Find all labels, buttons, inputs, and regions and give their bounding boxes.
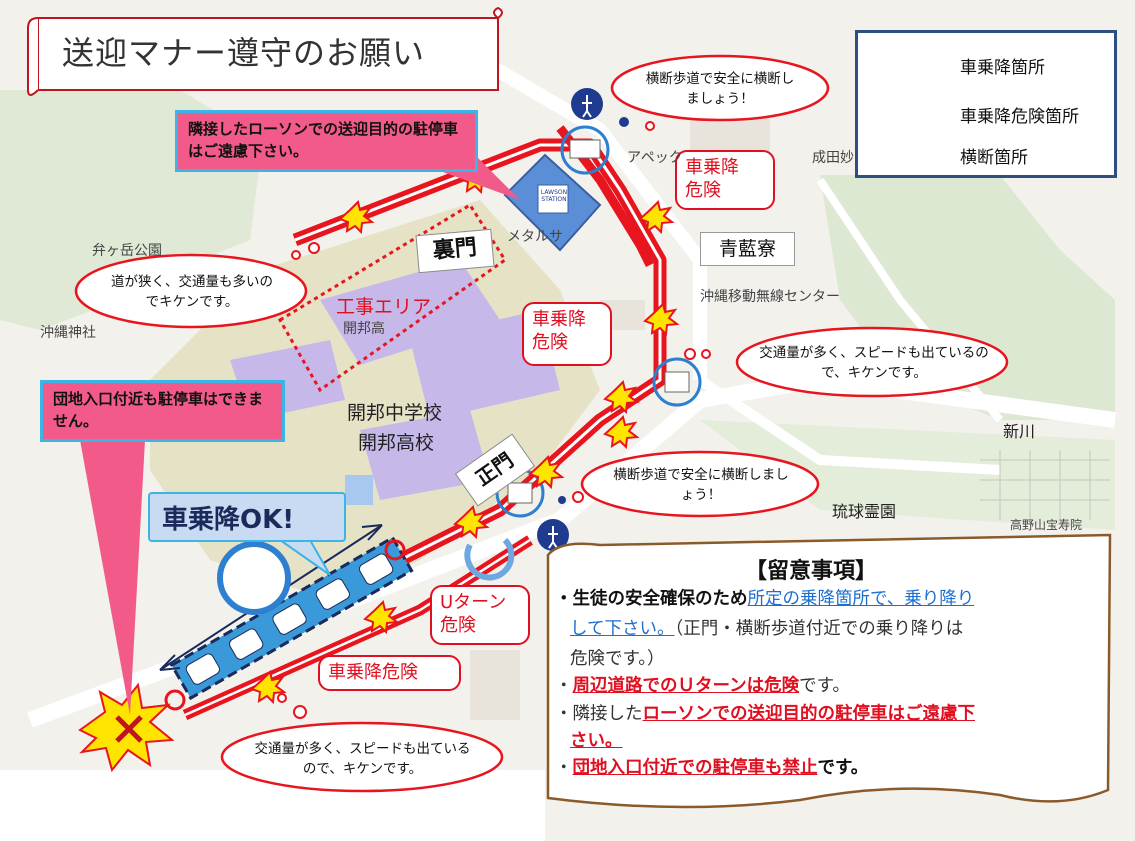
pickup-zone <box>169 535 414 701</box>
place-kaiho-high: 開邦高 <box>343 321 385 337</box>
school-name-1: 開邦中学校 <box>347 402 443 424</box>
note-line-2: して下さい。（正門・横断歩道付近での乗り降りは <box>570 617 963 642</box>
back-gate-label: 裏門 <box>415 228 495 274</box>
note-text: ・ <box>555 758 573 778</box>
note-line-4: ・周辺道路でのＵターンは危険です。 <box>555 674 850 699</box>
crosswalk-right <box>652 357 702 407</box>
cloud-crossing-mid: 横断歩道で安全に横断しましょう！ <box>613 467 789 503</box>
danchi-callout-tail <box>80 440 145 715</box>
crosswalk-top <box>560 125 610 175</box>
legend-label-pickup: 車乗降箇所 <box>960 58 1045 78</box>
pool <box>345 475 373 505</box>
danger-label-line: 車乗降 <box>532 309 586 330</box>
pickup-ok-callout: 車乗降OK! <box>148 492 346 542</box>
length-arrow-head-left <box>159 654 181 671</box>
road-gray-1 <box>476 53 707 380</box>
note-text-emphasis: ローソンでの送迎目的の駐停車はご遠慮下 <box>642 704 976 724</box>
note-line-3: 危険です。） <box>570 649 665 669</box>
note-text-emphasis: 団地入口付近での駐停車も禁止 <box>572 758 818 778</box>
place-okinawa-jinja: 沖縄神社 <box>40 325 96 341</box>
residential-grid <box>980 450 1110 520</box>
legend-label-crossing: 横断箇所 <box>960 148 1028 168</box>
place-apex: アペック <box>627 150 683 166</box>
note-text: ・生徒の安全確保のため <box>555 589 748 609</box>
construction-area-label: 工事エリア <box>336 296 432 318</box>
place-narita: 成田妙 <box>812 150 854 166</box>
dormitory-label: 青藍寮 <box>700 232 795 266</box>
note-text-emphasis: して下さい。 <box>570 619 675 639</box>
notes-heading: 【留意事項】 <box>745 559 878 584</box>
note-text-emphasis: さい。 <box>570 731 623 751</box>
note-text: です。 <box>817 758 869 778</box>
place-radio-center: 沖縄移動無線センター <box>700 289 840 305</box>
cloud-crossing-top: 横断歩道で安全に横断しましょう！ <box>645 71 795 107</box>
note-text: です。 <box>799 676 850 696</box>
route-main-inner <box>294 143 662 562</box>
note-text: （正門・横断歩道付近での乗り降りは <box>674 619 964 639</box>
place-arakawa: 新川 <box>1003 422 1036 441</box>
danger-label-line: 危険 <box>440 615 476 637</box>
title-scroll <box>27 6 503 96</box>
place-metal: メタルサ <box>507 229 563 245</box>
pedestrian-crossing-icon <box>537 519 569 551</box>
danger-label-line: 車乗降 <box>685 157 739 178</box>
cloud-traffic-bottom: 交通量が多く、スピードも出ているので、キケンです。 <box>254 741 471 777</box>
danger-label-line: Uターン <box>440 592 507 613</box>
note-line-1: ・生徒の安全確保のため所定の乗降箇所で、乗り降り <box>555 587 974 612</box>
danger-label-line: 危険 <box>685 180 721 202</box>
cloud-narrow-road: 道が狭く、交通量も多いのでキケンです。 <box>111 274 273 310</box>
note-text-emphasis: 周辺道路でのＵターンは危険 <box>572 676 800 696</box>
note-text: ・隣接した <box>555 704 643 724</box>
note-line-7: ・団地入口付近での駐停車も禁止です。 <box>555 756 868 781</box>
lawson-logo-icon <box>537 184 569 214</box>
zone-end-marker <box>384 539 406 561</box>
cloud-dots <box>277 117 711 719</box>
lawson-callout: 隣接したローソンでの送迎目的の駐停車はご遠慮下さい。 <box>175 110 478 172</box>
road-gray-3 <box>697 375 1001 475</box>
place-takano: 高野山宝寿院 <box>1010 518 1083 532</box>
uturn-arrow-icon <box>464 537 515 581</box>
cloud-bubble <box>74 54 1009 793</box>
notes-scroll <box>546 533 1112 809</box>
school-building-1 <box>320 260 500 365</box>
danger-label-top-right: 車乗降 危険 <box>675 150 775 210</box>
danchi-explosion-icon <box>78 682 175 773</box>
danger-label-mid: 車乗降 危険 <box>522 302 612 366</box>
danger-label-line: 危険 <box>532 332 568 354</box>
danchi-callout: 団地入口付近も駐停車はできません。 <box>40 380 285 442</box>
school-name-2: 開邦高校 <box>358 432 435 454</box>
note-line-5: ・隣接したローソンでの送迎目的の駐停車はご遠慮下 <box>555 702 975 727</box>
danger-label-bottom: 車乗降危険 <box>318 655 461 691</box>
legend-box <box>855 30 1117 178</box>
danger-label-uturn: Uターン 危険 <box>430 585 530 645</box>
building-block <box>470 650 520 720</box>
note-text-emphasis: 所定の乗降箇所で、乗り降り <box>747 589 975 609</box>
length-arrow-head-right <box>361 524 383 541</box>
pedestrian-crossing-icon <box>571 88 603 120</box>
legend-label-danger: 車乗降危険箇所 <box>960 107 1079 127</box>
lawson-logo-text: LAWSON STATION <box>540 189 568 203</box>
place-ryukyu: 琉球霊園 <box>832 502 897 521</box>
zone-end-marker <box>164 689 186 711</box>
place-bengadake: 弁ヶ岳公園 <box>92 243 162 259</box>
ok-ring <box>217 541 291 615</box>
note-text: ・ <box>555 676 573 696</box>
page-title: 送迎マナー遵守のお願い <box>62 34 426 72</box>
note-line-6: さい。 <box>570 729 623 754</box>
cloud-traffic-right: 交通量が多く、スピードも出ているので、キケンです。 <box>759 345 989 381</box>
